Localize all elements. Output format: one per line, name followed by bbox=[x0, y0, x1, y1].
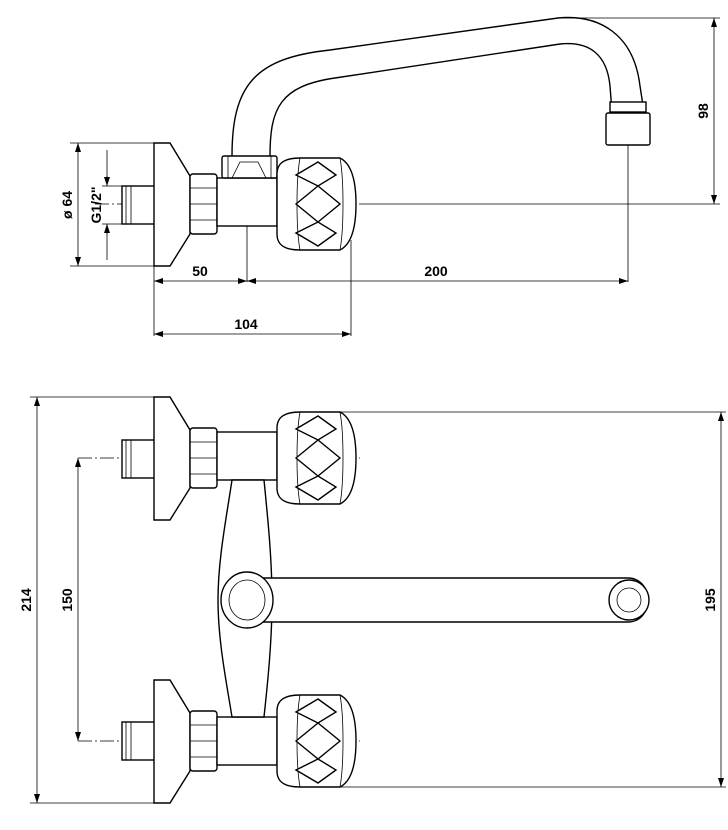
dim-50-label: 50 bbox=[192, 263, 208, 279]
dim-98-label: 98 bbox=[695, 103, 711, 119]
side-spout-collar bbox=[609, 101, 647, 113]
side-hex-nut bbox=[189, 173, 218, 235]
dim-diameter-label: ø 64 bbox=[59, 191, 75, 219]
dim-214-label: 214 bbox=[18, 588, 34, 612]
front-view: 214 150 195 bbox=[18, 396, 726, 804]
side-spout-pipe bbox=[231, 16, 645, 157]
side-valve-body bbox=[216, 177, 278, 227]
side-spout-nut bbox=[221, 155, 278, 179]
front-handle-bottom bbox=[276, 694, 357, 788]
side-handle bbox=[276, 157, 357, 251]
side-inlet-thread bbox=[121, 185, 157, 225]
front-handle-top bbox=[276, 411, 357, 505]
side-wall-flange bbox=[153, 142, 191, 267]
side-view: ø 64 G1/2" 50 200 104 98 bbox=[59, 16, 720, 337]
dim-200-label: 200 bbox=[424, 263, 448, 279]
dim-thread-label: G1/2" bbox=[88, 187, 104, 224]
dim-150-label: 150 bbox=[59, 588, 75, 612]
side-aerator bbox=[605, 112, 651, 146]
dim-104-label: 104 bbox=[234, 316, 258, 332]
front-inlet-bottom bbox=[121, 679, 278, 804]
dim-195-label: 195 bbox=[702, 588, 718, 612]
front-swivel-spout bbox=[220, 571, 650, 629]
